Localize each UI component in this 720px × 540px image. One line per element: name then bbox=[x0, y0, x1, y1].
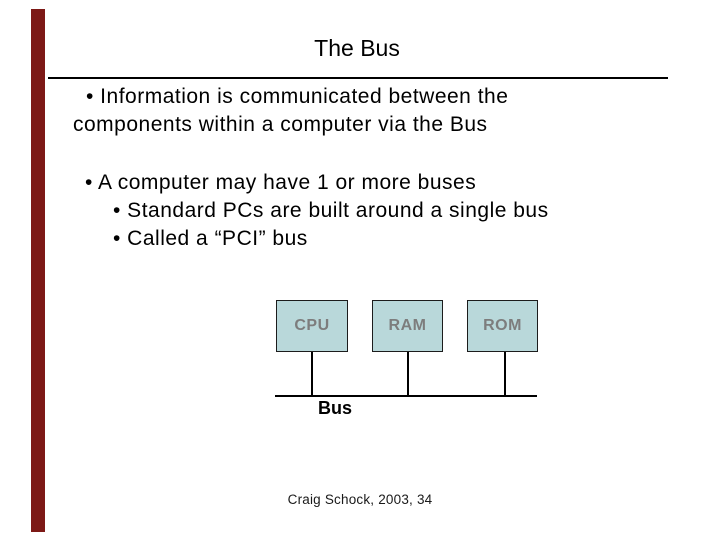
accent-bar bbox=[31, 9, 45, 532]
cpu-box-label: CPU bbox=[294, 317, 330, 334]
bullet-line-sub: • Standard PCs are built around a single… bbox=[113, 199, 549, 222]
ram-connector-line bbox=[407, 352, 409, 396]
footer-credit: Craig Schock, 2003, 34 bbox=[287, 492, 433, 507]
bullet-line: • Information is communicated between th… bbox=[86, 85, 509, 108]
page-title: The Bus bbox=[314, 35, 400, 61]
title-rule bbox=[48, 77, 668, 79]
bullet-line-sub: • Called a “PCI” bus bbox=[113, 227, 308, 250]
ram-box: RAM bbox=[372, 300, 443, 352]
ram-box-label: RAM bbox=[388, 317, 427, 334]
rom-connector-line bbox=[504, 352, 506, 396]
bus-label: Bus bbox=[318, 398, 353, 418]
cpu-connector-line bbox=[311, 352, 313, 396]
bullet-line: • A computer may have 1 or more buses bbox=[85, 171, 477, 194]
rom-box-label: ROM bbox=[483, 317, 522, 334]
bullet-line-wrap: components within a computer via the Bus bbox=[73, 113, 488, 136]
rom-box: ROM bbox=[467, 300, 538, 352]
cpu-box: CPU bbox=[276, 300, 348, 352]
bus-line bbox=[275, 395, 537, 397]
